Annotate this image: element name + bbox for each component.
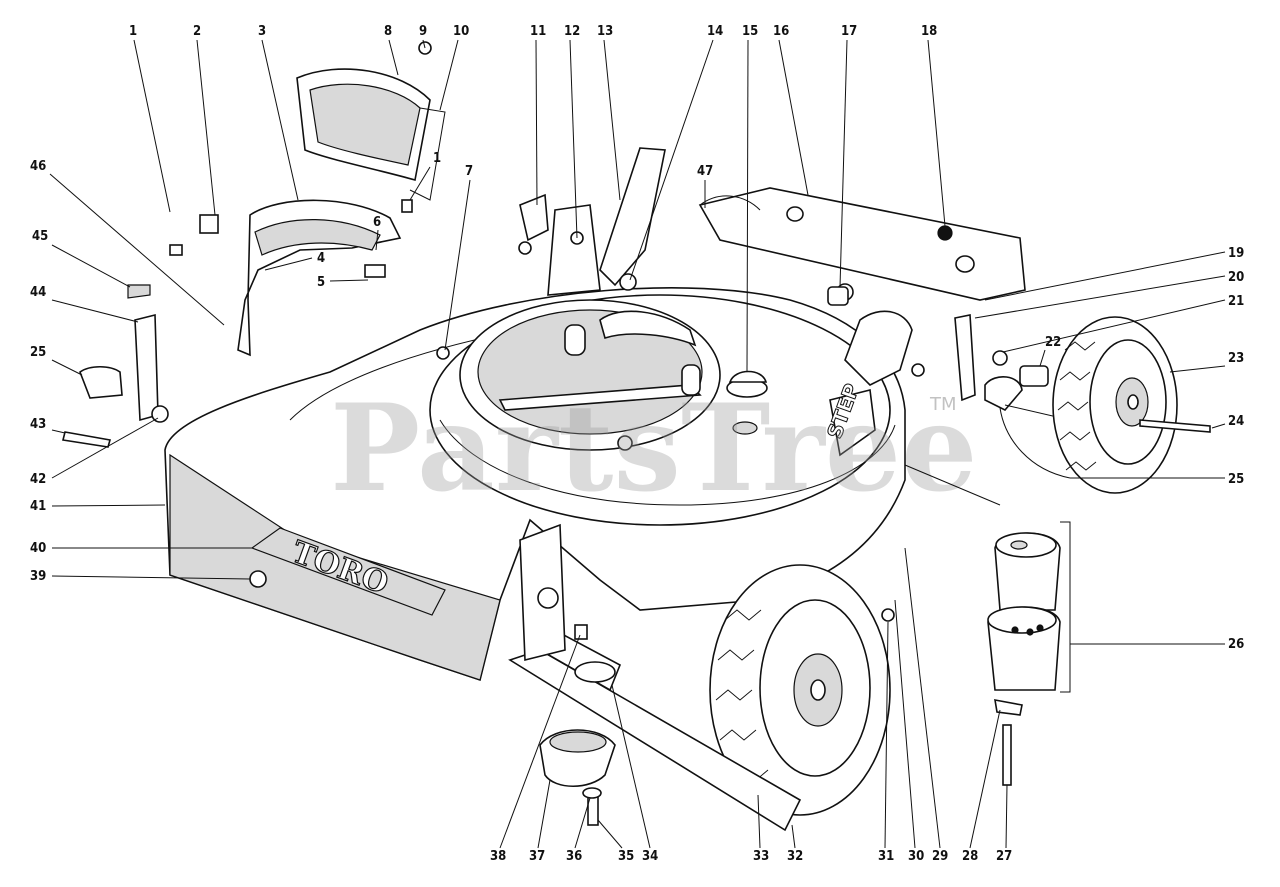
callout-2: 2 — [193, 24, 201, 39]
left-rear-adjuster — [62, 284, 169, 448]
front-skid — [508, 623, 802, 832]
callout-30: 30 — [908, 849, 924, 864]
callout-36: 36 — [566, 849, 582, 864]
callout-9: 9 — [419, 24, 427, 39]
watermark: PartsTree TM — [330, 378, 977, 519]
callout-45: 45 — [32, 229, 48, 244]
callout-21: 21 — [1228, 294, 1244, 309]
callout-40: 40 — [30, 541, 46, 556]
callout-23: 23 — [1228, 351, 1244, 366]
handle-brackets — [518, 147, 666, 296]
callout-20: 20 — [1228, 270, 1244, 285]
callout-13: 13 — [597, 24, 613, 39]
callout-29: 29 — [932, 849, 948, 864]
callout-34: 34 — [642, 849, 658, 864]
callout-28: 28 — [962, 849, 978, 864]
callout-44: 44 — [30, 285, 46, 300]
callout-16: 16 — [773, 24, 789, 39]
callout-24: 24 — [1228, 414, 1244, 429]
callout-3: 3 — [258, 24, 266, 39]
callout-46: 46 — [30, 159, 46, 174]
callout-26: 26 — [1228, 637, 1244, 652]
callout-15: 15 — [742, 24, 758, 39]
right-rear-adjuster — [844, 310, 1071, 421]
front-height-adjuster — [519, 523, 588, 662]
mower-artwork: TORO STEP — [62, 41, 1211, 832]
callout-33: 33 — [753, 849, 769, 864]
callout-25: 25 — [30, 345, 46, 360]
callout-18: 18 — [921, 24, 937, 39]
callout-7: 7 — [465, 164, 473, 179]
callout-17: 17 — [841, 24, 857, 39]
callout-6: 6 — [373, 215, 381, 230]
trademark-text: TM — [929, 394, 957, 415]
watermark-text: PartsTree — [330, 378, 977, 519]
mulcher-kit — [987, 532, 1061, 786]
callout-1: 1 — [129, 24, 137, 39]
callout-10: 10 — [453, 24, 469, 39]
callout-47: 47 — [697, 164, 713, 179]
small-hardware — [169, 41, 895, 622]
right-rear-wheel — [1052, 316, 1211, 494]
callout-11: 11 — [530, 24, 546, 39]
callout-32: 32 — [787, 849, 803, 864]
callouts: 1 2 3 8 9 10 11 12 13 14 15 16 17 18 46 … — [30, 24, 1244, 864]
callout-41: 41 — [30, 499, 46, 514]
callout-35: 35 — [618, 849, 634, 864]
rear-bar — [698, 187, 1026, 301]
callout-22: 22 — [1045, 335, 1061, 350]
callout-38: 38 — [490, 849, 506, 864]
callout-8: 8 — [384, 24, 392, 39]
callout-39: 39 — [30, 569, 46, 584]
callout-27: 27 — [996, 849, 1012, 864]
callout-1-b: 1 — [433, 151, 441, 166]
front-wheel — [709, 564, 891, 816]
callout-31: 31 — [878, 849, 894, 864]
callout-37: 37 — [529, 849, 545, 864]
callout-43: 43 — [30, 417, 46, 432]
callout-25-b: 25 — [1228, 472, 1244, 487]
callout-12: 12 — [564, 24, 580, 39]
callout-14: 14 — [707, 24, 723, 39]
callout-4: 4 — [317, 251, 325, 266]
callout-5: 5 — [317, 275, 325, 290]
rear-chute-assembly — [199, 68, 446, 357]
callout-42: 42 — [30, 472, 46, 487]
step-decal: STEP — [822, 380, 876, 457]
callout-19: 19 — [1228, 246, 1244, 261]
